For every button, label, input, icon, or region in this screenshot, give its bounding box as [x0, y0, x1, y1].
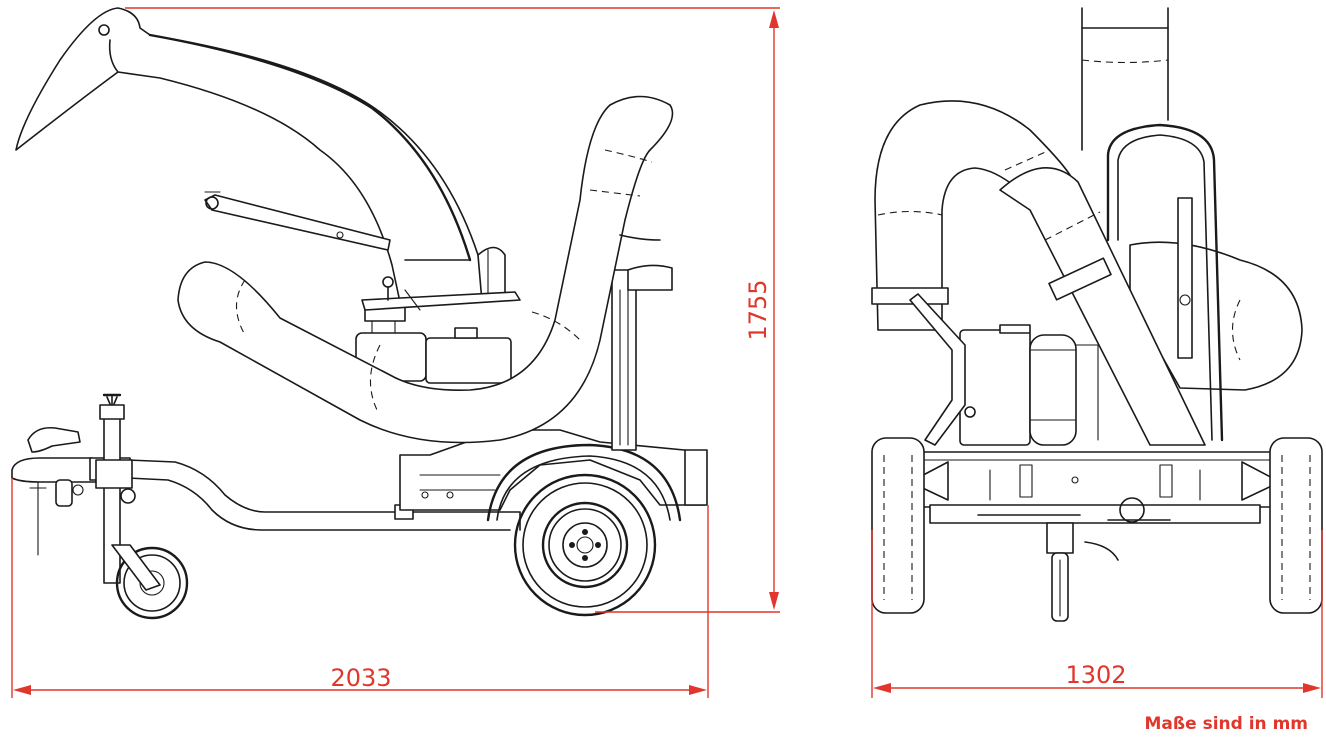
side-jockey-wheel: [95, 393, 189, 620]
height-dimension-label: 1755: [744, 279, 772, 340]
width-dimension-label: 1302: [1065, 661, 1126, 689]
units-note: Maße sind in mm: [1144, 714, 1308, 734]
rear-wheels: [871, 437, 1323, 614]
rear-view: [871, 7, 1323, 622]
side-view: [11, 7, 708, 620]
rear-discharge-duct: [1081, 7, 1169, 151]
side-discharge-chute: [15, 7, 506, 303]
side-control-lever: [361, 276, 521, 311]
side-main-wheel: [486, 443, 682, 617]
length-dimension-label: 2033: [330, 664, 391, 692]
rear-left-lever: [909, 293, 966, 446]
rear-engine: [959, 324, 1099, 446]
rear-chassis: [904, 451, 1286, 524]
side-adjustment-rod: [204, 191, 391, 251]
side-drawbar: [127, 459, 521, 531]
rear-diagonal-hose: [999, 167, 1206, 446]
rear-left-hose: [871, 100, 1071, 331]
rear-handle: [1106, 123, 1224, 442]
rear-jockey-wheel: [1046, 522, 1119, 622]
dimension-lines: [11, 7, 1323, 698]
side-intake-hose: [177, 95, 674, 444]
